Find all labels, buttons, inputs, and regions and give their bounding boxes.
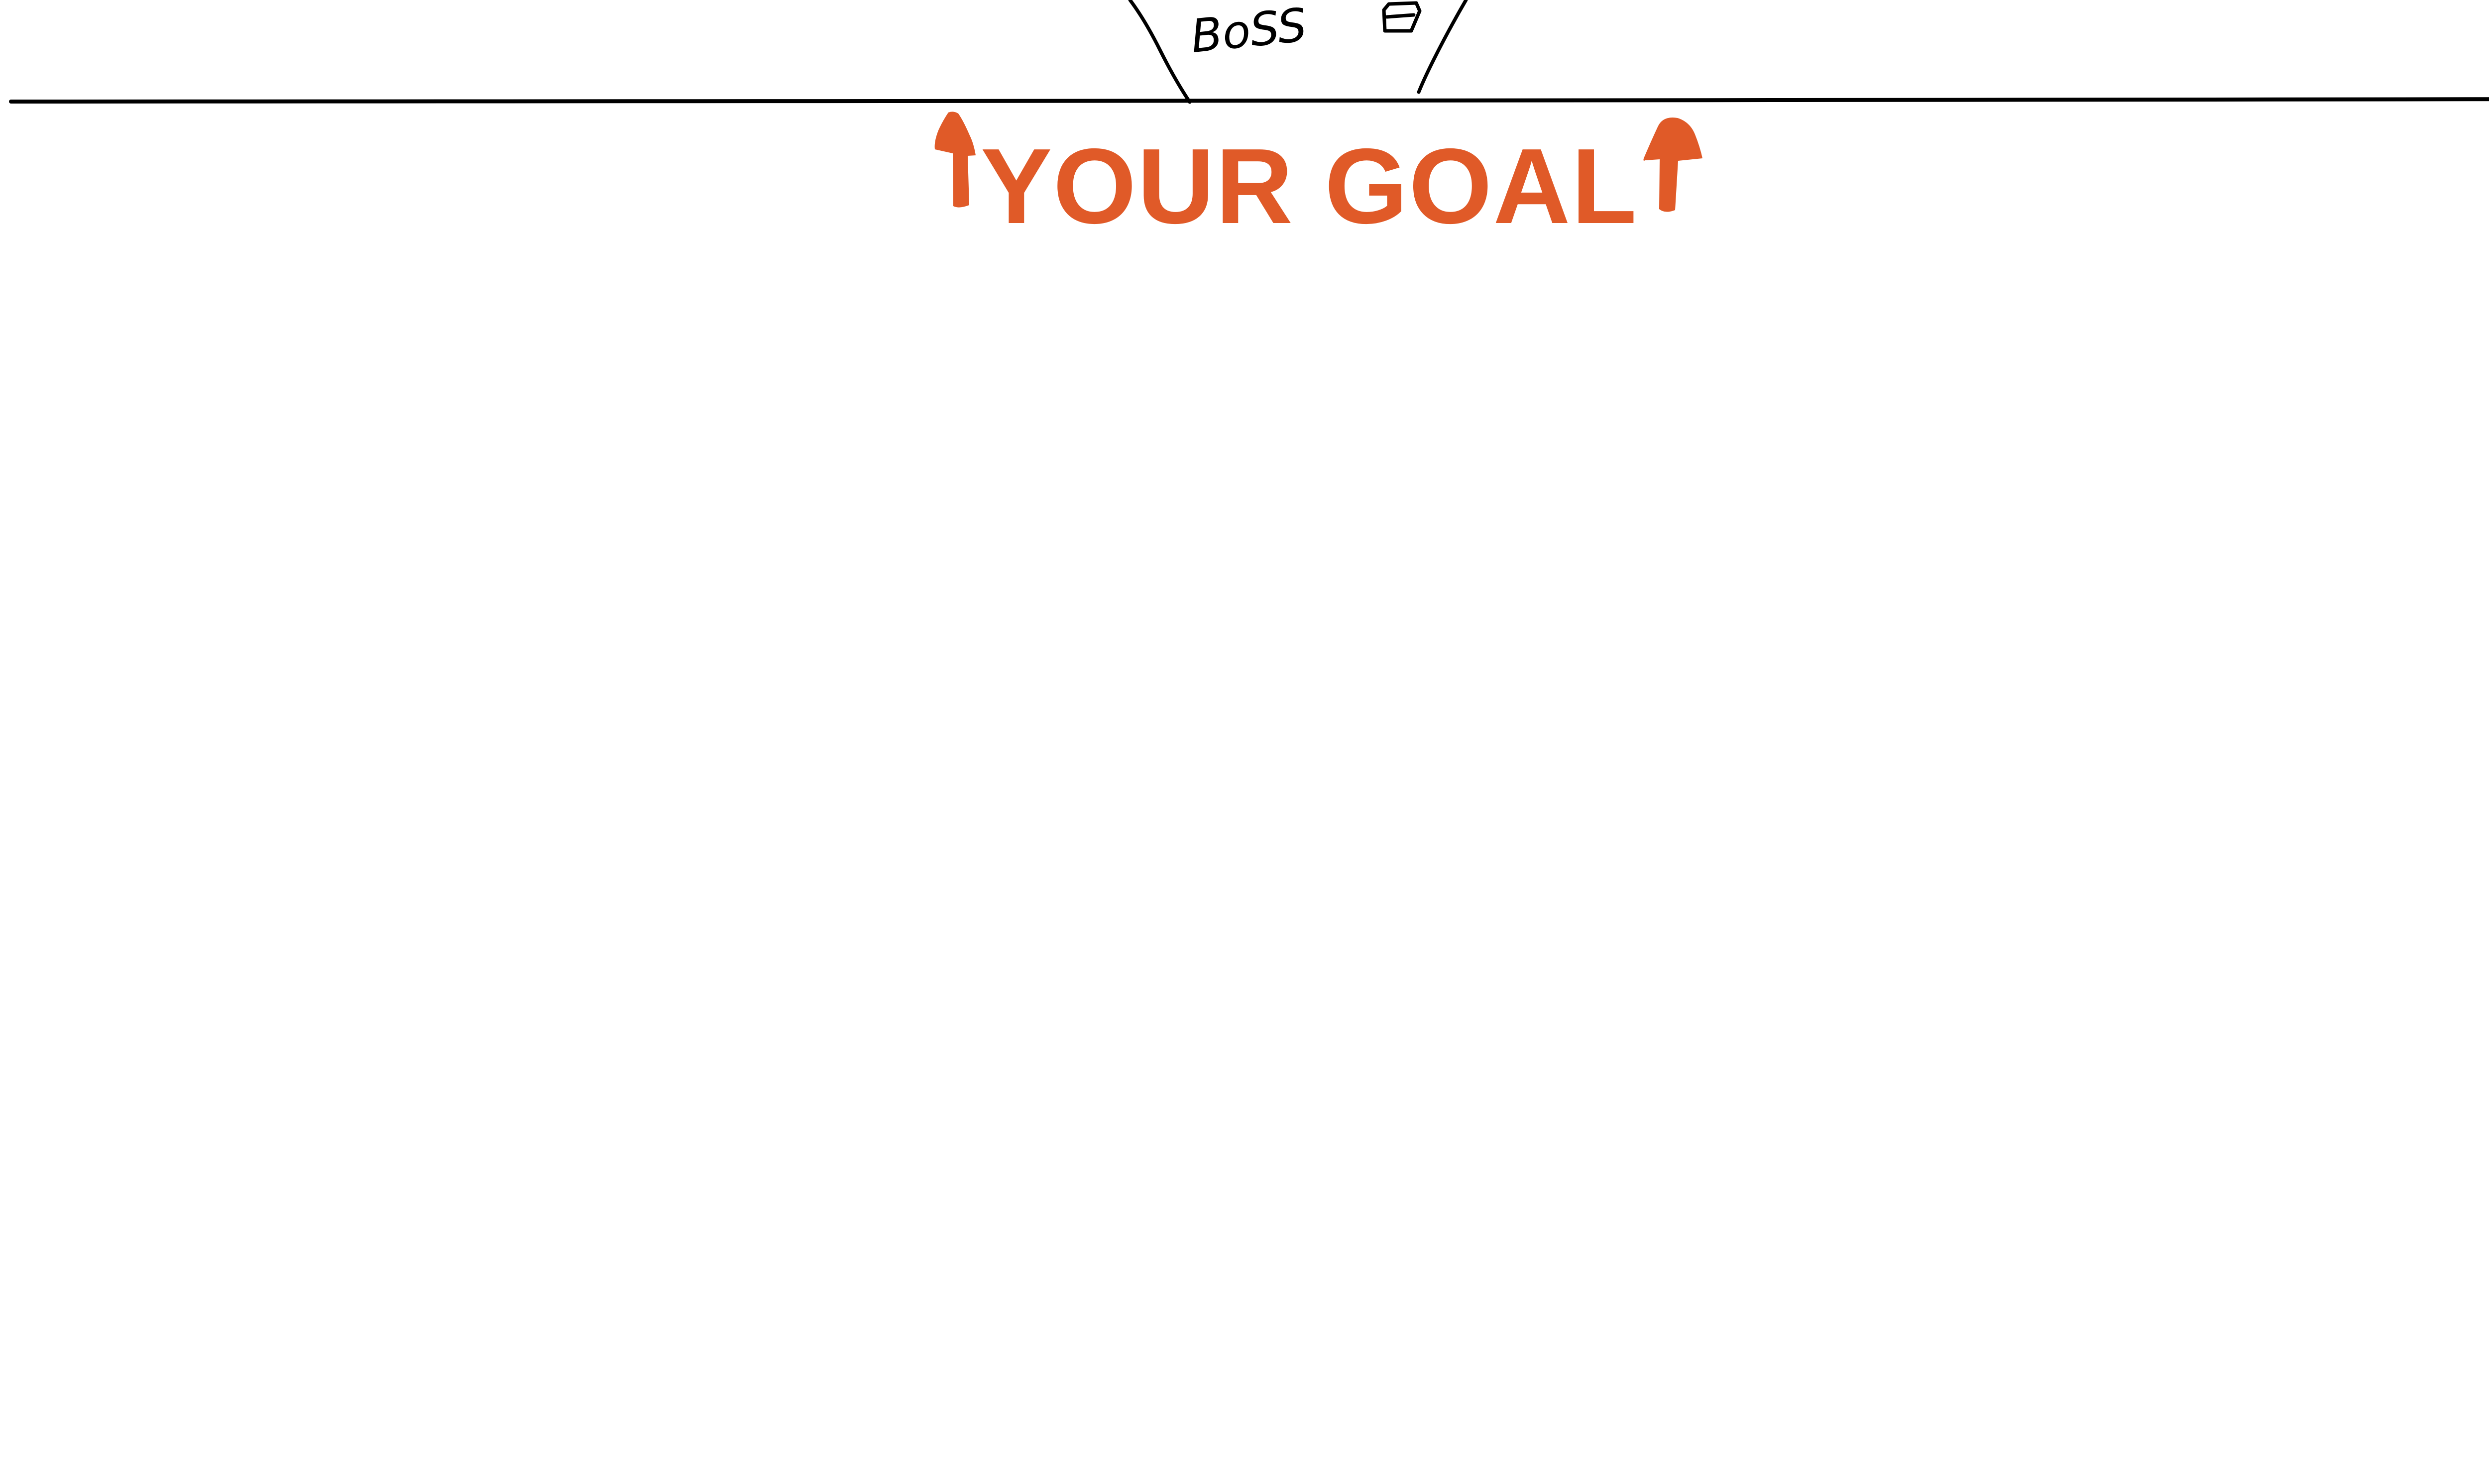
boss-funnel [1128,0,1468,104]
goal-label: YOUR GOAL [981,126,1638,246]
funnel-left-wall [1128,0,1192,104]
horizon-line [9,97,2489,104]
funnel-right-wall [1417,0,1468,94]
up-arrow-icon-right [1643,117,1702,212]
boss-label: BoSS [1188,0,1309,63]
box-icon [1382,1,1422,33]
up-arrow-icon-left [934,112,976,208]
